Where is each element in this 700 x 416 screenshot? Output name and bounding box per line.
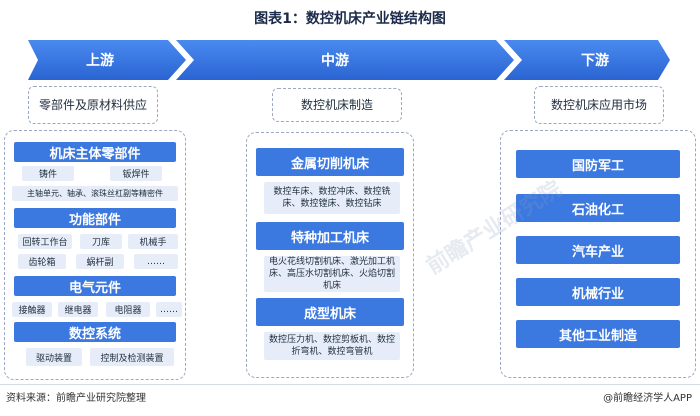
chip-gearbox: 齿轮箱: [18, 254, 66, 269]
downstream-automotive: 汽车产业: [516, 236, 680, 264]
chip-relay: 继电器: [58, 302, 98, 317]
stage-chevron-band: [28, 40, 670, 80]
special-processing-desc: 电火花线切割机床、激光加工机床、高压水切割机床、火焰切割机床: [264, 256, 400, 292]
chip-welded-parts: 钣焊件: [110, 166, 162, 181]
chip-worm-gear: 蜗杆副: [76, 254, 124, 269]
metal-cutting-header: 金属切削机床: [256, 148, 404, 176]
forming-header: 成型机床: [256, 298, 404, 326]
chip-contactor: 接触器: [12, 302, 52, 317]
page-title: 图表1：数控机床产业链结构图: [254, 11, 446, 27]
downstream-machinery: 机械行业: [516, 278, 680, 306]
cnc-system-header: 数控系统: [14, 322, 176, 342]
special-processing-header: 特种加工机床: [256, 222, 404, 250]
electrical-header: 电气元件: [14, 276, 176, 296]
chip-castings: 铸件: [22, 166, 74, 181]
chip-rotary-table: 回转工作台: [18, 234, 72, 249]
stage-downstream: 下游: [581, 53, 609, 69]
metal-cutting-desc: 数控车床、数控冲床、数控铣床、数控镗床、数控钻床: [264, 182, 400, 214]
footer-brand: @前瞻经济学人APP: [603, 393, 692, 404]
main-parts-header: 机床主体零部件: [14, 142, 176, 162]
chip-ellipsis-electrical: ……: [156, 302, 182, 317]
stage-midstream: 中游: [321, 53, 349, 69]
footer-source: 资料来源：前瞻产业研究院整理: [6, 393, 146, 404]
midstream-chevron: [176, 40, 514, 80]
chip-precision-parts: 主轴单元、轴承、滚珠丝杠副等精密件: [12, 186, 178, 201]
downstream-other-industry: 其他工业制造: [516, 320, 680, 348]
midstream-subtitle: 数控机床制造: [272, 88, 402, 122]
upstream-subtitle: 零部件及原材料供应: [28, 86, 158, 124]
chip-control-detection: 控制及检测装置: [90, 348, 174, 366]
footer-divider: [0, 384, 700, 385]
chip-resistor: 电阻器: [106, 302, 150, 317]
downstream-defense: 国防军工: [516, 150, 680, 178]
chip-manipulator: 机械手: [128, 234, 178, 249]
downstream-petrochemical: 石油化工: [516, 194, 680, 222]
chip-tool-magazine: 刀库: [80, 234, 122, 249]
upstream-chevron: [28, 40, 186, 80]
chip-drive-unit: 驱动装置: [26, 348, 82, 366]
stage-upstream: 上游: [86, 53, 114, 69]
downstream-chevron: [504, 40, 670, 80]
chip-ellipsis-functional: ……: [134, 254, 178, 269]
functional-parts-header: 功能部件: [14, 208, 176, 228]
forming-desc: 数控压力机、数控剪板机、数控折弯机、数控弯管机: [264, 332, 400, 360]
downstream-subtitle: 数控机床应用市场: [534, 86, 664, 124]
